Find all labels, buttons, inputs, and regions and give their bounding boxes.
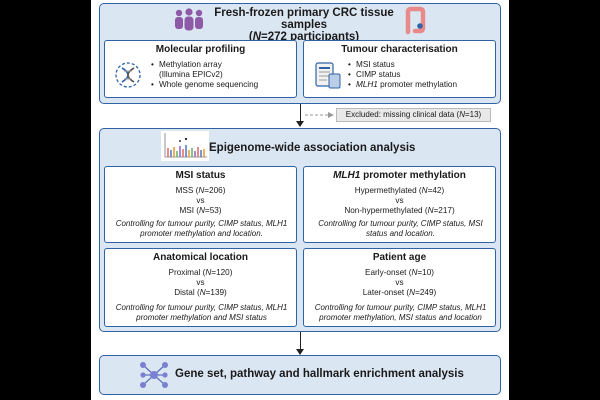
age-vs: vs (395, 278, 404, 288)
age-early-n-symbol: N (411, 268, 418, 277)
location-distal-count: =139) (205, 288, 227, 298)
mlh1-hyper-count: =42) (427, 186, 445, 195)
mlh1-nonhyper-count: =217) (433, 206, 455, 216)
samples-n-symbol: N (252, 31, 262, 43)
location-distal-n-symbol: N (199, 288, 206, 298)
report-icon (315, 62, 341, 89)
molecular-list: Methylation array (Illumina EPICv2) Whol… (151, 60, 258, 91)
colon-icon (405, 6, 426, 35)
molecular-profiling-box: Molecular profiling Methylation array (I… (104, 40, 297, 98)
location-vs: vs (196, 278, 205, 288)
samples-open-paren: ( (248, 31, 253, 43)
mlh1-group-nonhyper: Non-hypermethylated (N=217) (304, 206, 495, 216)
age-later-count: =249) (415, 288, 437, 298)
tumour-characterisation-title: Tumour characterisation (341, 44, 458, 55)
location-distal-label: Distal ( (174, 288, 200, 298)
location-proximal-label: Proximal ( (168, 268, 206, 277)
dna-icon (115, 62, 141, 88)
mlh1-vs: vs (395, 196, 404, 206)
tumour-item-mlh1: MLH1 promoter methylation (348, 80, 457, 90)
samples-title: Fresh-frozen primary CRC tissue samples … (211, 7, 397, 43)
location-comparison: Proximal (N=120) vs Distal (N=139) (105, 268, 296, 299)
age-group-early: Early-onset (N=10) (304, 268, 495, 278)
arrow-to-ewas (296, 104, 305, 127)
mlh1-nonhyper-label: Non-hypermethylated ( (344, 206, 428, 216)
arrow-to-enrichment (296, 332, 305, 355)
tumour-item-cimp: CIMP status (348, 70, 457, 80)
samples-title-line1: Fresh-frozen primary CRC tissue samples (214, 7, 394, 31)
msi-status-title: MSI status (175, 170, 226, 181)
tumour-item-msi: MSI status (348, 60, 457, 70)
msi-msi-n-symbol: N (199, 206, 205, 216)
location-group-distal: Distal (N=139) (105, 288, 296, 298)
tumour-mlh1-rest: promoter methylation (377, 80, 458, 90)
tumour-list: MSI status CIMP status MLH1 promoter met… (348, 60, 457, 91)
msi-mss-n-symbol: N (198, 186, 205, 195)
mlh1-methylation-title: MLH1 promoter methylation (304, 170, 495, 181)
mlh1-nonhyper-n-symbol: N (427, 206, 434, 216)
msi-group-msi: MSI (N=53) (105, 206, 296, 216)
manhattan-plot-icon (161, 131, 209, 161)
tumour-characterisation-box: Tumour characterisation MSI status CIMP … (303, 40, 496, 98)
msi-comparison: MSS (N=206) vs MSI (N=53) (105, 186, 296, 217)
participants-icon (175, 8, 203, 31)
msi-group-mss: MSS (N=206) (105, 186, 296, 196)
exclusion-label: Excluded: missing clinical data ( (345, 110, 460, 119)
location-proximal-count: =120) (211, 268, 233, 277)
mlh1-group-hyper: Hypermethylated (N=42) (304, 186, 495, 196)
anatomical-location-title: Anatomical location (152, 252, 248, 263)
location-group-proximal: Proximal (N=120) (105, 268, 296, 278)
network-icon (140, 362, 168, 388)
location-proximal-n-symbol: N (205, 268, 212, 277)
exclusion-count: =13) (464, 110, 482, 119)
exclusion-n-symbol: N (459, 110, 465, 119)
molecular-item-illumina: (Illumina EPICv2) (159, 70, 223, 80)
msi-msi-count: =53) (204, 206, 222, 216)
enrichment-title: Gene set, pathway and hallmark enrichmen… (175, 368, 464, 380)
msi-controls-note: Controlling for tumour purity, CIMP stat… (115, 219, 288, 238)
exclusion-box: Excluded: missing clinical data (N=13) (336, 108, 491, 122)
diagram-canvas: Fresh-frozen primary CRC tissue samples … (91, 0, 509, 400)
mlh1-hyper-label: Hypermethylated ( (354, 186, 422, 195)
age-later-n-symbol: N (409, 288, 416, 298)
age-early-label: Early-onset ( (365, 268, 412, 277)
age-comparison: Early-onset (N=10) vs Later-onset (N=249… (304, 268, 495, 299)
msi-status-box: MSI status MSS (N=206) vs MSI (N=53) Con… (104, 166, 297, 243)
age-early-count: =10) (417, 268, 434, 277)
msi-mss-count: =206) (204, 186, 226, 195)
mlh1-hyper-n-symbol: N (421, 186, 428, 195)
mlh1-methylation-box: MLH1 promoter methylation Hypermethylate… (303, 166, 496, 243)
molecular-item-methylation: Methylation array (151, 60, 258, 70)
age-controls-note: Controlling for tumour purity, CIMP stat… (314, 303, 487, 322)
age-later-label: Later-onset ( (362, 288, 410, 298)
age-group-later: Later-onset (N=249) (304, 288, 495, 298)
patient-age-box: Patient age Early-onset (N=10) vs Later-… (303, 248, 496, 327)
msi-mss-label: MSS ( (175, 186, 199, 195)
ewas-title: Epigenome-wide association analysis (209, 142, 416, 154)
exclusion-arrow (305, 112, 334, 118)
location-controls-note: Controlling for tumour purity, CIMP stat… (115, 303, 288, 322)
patient-age-title: Patient age (372, 252, 427, 263)
mlh1-controls-note: Controlling for tumour purity, CIMP stat… (318, 219, 483, 238)
anatomical-location-box: Anatomical location Proximal (N=120) vs … (104, 248, 297, 327)
mlh1-title-rest: promoter methylation (360, 170, 466, 181)
msi-vs: vs (196, 196, 205, 206)
mlh1-comparison: Hypermethylated (N=42) vs Non-hypermethy… (304, 186, 495, 217)
tumour-mlh1-gene: MLH1 (356, 80, 378, 90)
msi-msi-label: MSI ( (179, 206, 199, 216)
molecular-item-wgs: Whole genome sequencing (151, 80, 258, 90)
mlh1-title-gene: MLH1 (333, 170, 361, 181)
molecular-profiling-title: Molecular profiling (155, 44, 246, 55)
